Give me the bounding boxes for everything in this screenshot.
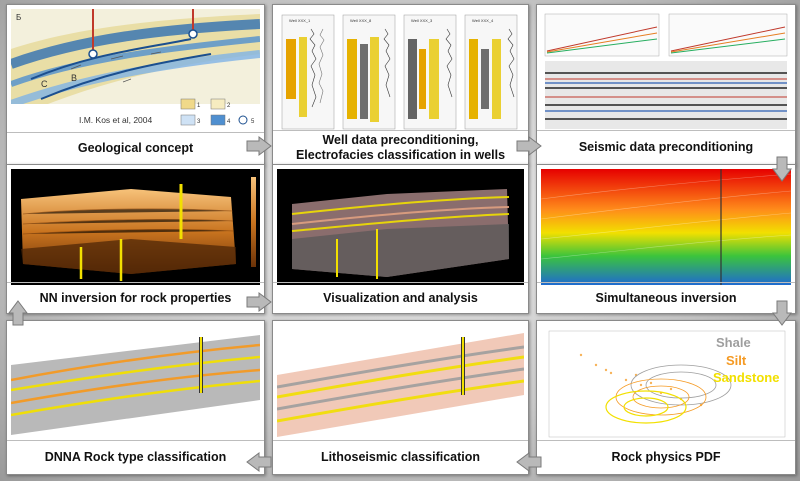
visualization-cube — [277, 169, 524, 285]
zone-letter-c: C — [41, 79, 48, 89]
rock-physics-crossplot: Shale Silt Sandstone — [541, 325, 791, 443]
figure-letter: Б — [16, 13, 21, 22]
legend-num-2: 2 — [227, 103, 231, 109]
dnna-rock-type-section — [11, 325, 260, 443]
legend-sandstone: Sandstone — [713, 370, 779, 385]
caption-well-data-line2: Electrofacies classification in wells — [295, 147, 506, 162]
well-name-3: Well XXX_3 — [411, 18, 433, 23]
arrow-right-1-icon — [246, 136, 272, 156]
arrow-left-2-icon — [246, 452, 272, 472]
well-logs-image: Well XXX_1 Well XXX_8 Well XXX_3 — [277, 9, 524, 130]
simultaneous-inversion-section — [541, 169, 791, 285]
caption-seismic-preconditioning: Seismic data preconditioning — [537, 130, 795, 164]
zone-letter-b: B — [71, 73, 77, 83]
seismic-preconditioning-image — [541, 9, 791, 130]
well-track-3: Well XXX_3 — [403, 14, 457, 130]
arrow-right-2-icon — [516, 136, 542, 156]
panel-rock-physics-pdf: Shale Silt Sandstone Rock physics PDF — [536, 320, 796, 475]
legend-silt: Silt — [726, 353, 747, 368]
arrow-up-icon — [8, 300, 28, 326]
rock-physics-pdf-image: Shale Silt Sandstone — [541, 325, 791, 443]
panel-lithoseismic: Lithoseismic classification — [272, 320, 529, 475]
nn-inversion-cube — [11, 169, 260, 285]
caption-well-data-line1: Well data preconditioning, — [322, 132, 479, 147]
panel-simultaneous-inversion: Simultaneous inversion — [536, 164, 796, 314]
legend-num-4: 4 — [227, 119, 231, 125]
caption-well-data: Well data preconditioning, Electrofacies… — [273, 130, 528, 164]
arrow-down-2-icon — [772, 300, 792, 326]
lithoseismic-section — [277, 325, 524, 443]
arrow-right-3-icon — [246, 292, 272, 312]
citation: I.M. Kos et al, 2004 — [79, 115, 153, 125]
panel-seismic-preconditioning: Seismic data preconditioning — [536, 4, 796, 165]
panel-geological-concept: Б B C 1 2 3 4 5 I.M. Kos et al, 2004 Geo… — [6, 4, 265, 165]
caption-dnna-classification: DNNA Rock type classification — [7, 440, 264, 474]
arrow-down-1-icon — [772, 156, 792, 182]
caption-nn-inversion: NN inversion for rock properties — [7, 282, 264, 313]
caption-lithoseismic: Lithoseismic classification — [273, 440, 528, 474]
legend-shale: Shale — [716, 335, 751, 350]
well-track-2: Well XXX_8 — [342, 14, 396, 130]
legend-num-5: 5 — [251, 119, 255, 125]
well-track-1: Well XXX_1 — [281, 14, 335, 130]
panel-nn-inversion: NN inversion for rock properties — [6, 164, 265, 314]
geological-concept-image: Б B C 1 2 3 4 5 I.M. Kos et al, 2004 — [11, 9, 260, 132]
well-track-4: Well XXX_4 — [464, 14, 518, 130]
well-name-4: Well XXX_4 — [472, 18, 494, 23]
well-name-1: Well XXX_1 — [289, 18, 311, 23]
panel-dnna-classification: DNNA Rock type classification — [6, 320, 265, 475]
well-log-tracks: Well XXX_1 Well XXX_8 Well XXX_3 — [277, 9, 524, 130]
dnna-classification-image — [11, 325, 260, 443]
panel-visualization: Visualization and analysis — [272, 164, 529, 314]
simultaneous-inversion-image — [541, 169, 791, 285]
caption-simultaneous-inversion: Simultaneous inversion — [537, 282, 795, 313]
caption-rock-physics-pdf: Rock physics PDF — [537, 440, 795, 474]
caption-visualization: Visualization and analysis — [273, 282, 528, 313]
panel-well-data: Well XXX_1 Well XXX_8 Well XXX_3 — [272, 4, 529, 165]
geological-cross-section: Б B C 1 2 3 4 5 I.M. Kos et al, 2004 — [11, 9, 260, 132]
lithoseismic-image — [277, 325, 524, 443]
legend-num-1: 1 — [197, 103, 201, 109]
nn-inversion-image — [11, 169, 260, 285]
well-name-2: Well XXX_8 — [350, 18, 372, 23]
seismic-gathers — [541, 9, 791, 130]
arrow-left-1-icon — [516, 452, 542, 472]
caption-geological-concept: Geological concept — [7, 132, 264, 164]
legend-num-3: 3 — [197, 119, 201, 125]
visualization-image — [277, 169, 524, 285]
